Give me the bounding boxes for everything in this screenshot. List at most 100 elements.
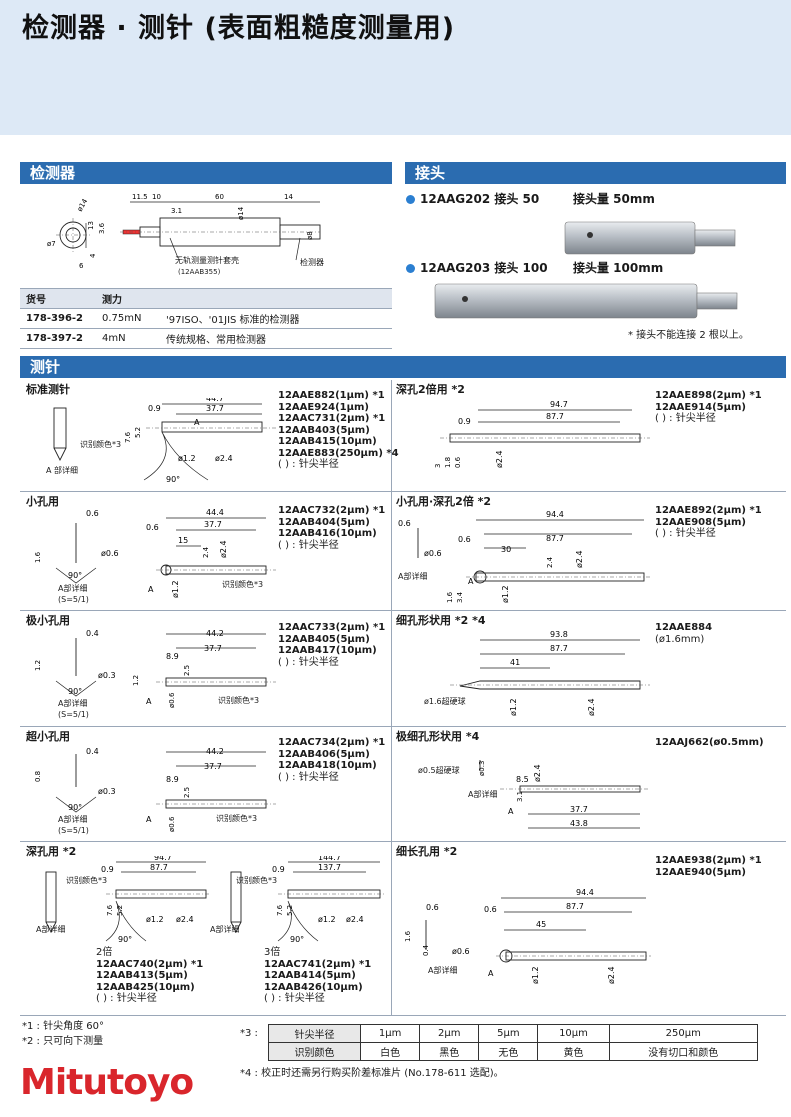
svg-text:ø2.4: ø2.4 xyxy=(176,915,194,924)
svg-text:A: A xyxy=(194,418,200,427)
stylus-label: (S=5/1) xyxy=(58,826,89,835)
section-bar-stylus: 测针 xyxy=(20,356,786,378)
connector-code-1: 12AAG202 接头 50 xyxy=(420,192,540,206)
svg-text:8.9: 8.9 xyxy=(166,775,179,784)
svg-text:ø1.2: ø1.2 xyxy=(509,698,518,716)
connector-length-1: 接头量 50mm xyxy=(573,192,655,206)
svg-text:0.6: 0.6 xyxy=(484,905,497,914)
svg-text:ø0.6: ø0.6 xyxy=(168,692,176,708)
mitutoyo-logo: Mitutoyo xyxy=(20,1062,194,1103)
svg-text:1.6: 1.6 xyxy=(34,551,42,563)
svg-text:90°: 90° xyxy=(68,571,82,580)
model-code: 12AAB418(10μm) xyxy=(278,760,377,771)
stylus-models: 12AAJ662(ø0.5mm) xyxy=(655,737,764,749)
svg-text:0.6: 0.6 xyxy=(146,523,159,532)
svg-text:14: 14 xyxy=(284,193,293,201)
svg-text:0.6: 0.6 xyxy=(398,519,411,528)
table-cell: 黄色 xyxy=(537,1042,610,1061)
stylus-drawing: 44.7 37.7 0.9 ø1.2 ø2.4 90° A 5.2 7.6 xyxy=(53,398,276,484)
svg-text:0.9: 0.9 xyxy=(148,404,161,413)
svg-text:144.7: 144.7 xyxy=(318,856,341,862)
stylus-label: (S=5/1) xyxy=(58,595,89,604)
detector-table-header-desc xyxy=(160,288,392,309)
svg-text:8.5: 8.5 xyxy=(516,775,529,784)
svg-text:ø14: ø14 xyxy=(76,197,90,213)
svg-text:2.4: 2.4 xyxy=(202,546,210,558)
grid-divider xyxy=(391,380,392,1015)
svg-text:94.4: 94.4 xyxy=(576,888,594,897)
connector-item-2: 12AAG203 接头 100 xyxy=(406,261,548,276)
svg-text:A: A xyxy=(148,585,154,594)
svg-text:30: 30 xyxy=(501,545,511,554)
svg-text:ø2.4: ø2.4 xyxy=(607,966,616,984)
detector-code: 178-397-2 xyxy=(20,328,96,349)
stylus-label: 识别颜色*3 xyxy=(216,814,258,823)
page-title: 检测器 · 测针 (表面粗糙度测量用) xyxy=(22,13,456,44)
svg-text:0.4: 0.4 xyxy=(86,629,99,638)
model-code: 12AAE883(250μm) *4 xyxy=(278,447,399,459)
svg-text:37.7: 37.7 xyxy=(204,520,222,529)
svg-text:1.6: 1.6 xyxy=(404,930,412,942)
stylus-label: A 部详细 xyxy=(46,466,79,475)
svg-text:A: A xyxy=(488,969,494,978)
stylus-title: 深孔2倍用 *2 xyxy=(396,383,465,396)
svg-text:2.4: 2.4 xyxy=(546,556,554,568)
model-code: 12AAE882(1μm) *1 xyxy=(278,390,385,401)
svg-text:0.9: 0.9 xyxy=(272,865,285,874)
svg-text:87.7: 87.7 xyxy=(550,644,568,653)
svg-text:7.6: 7.6 xyxy=(106,904,114,916)
model-code: 12AAE914(5μm) xyxy=(655,401,746,413)
model-note: ( ) : 针尖半径 xyxy=(278,771,339,783)
svg-text:44.2: 44.2 xyxy=(206,629,224,638)
model-note: ( ) : 针尖半径 xyxy=(655,413,716,424)
connector-code-2: 12AAG203 接头 100 xyxy=(420,261,548,275)
stylus-models: 12AAE884 (ø1.6mm) xyxy=(655,622,712,645)
stylus-label: 识别颜色*3 xyxy=(66,876,108,885)
model-code: 12AAE940(5μm) xyxy=(655,866,746,878)
connector-50-image xyxy=(564,221,736,255)
table-row: 178-397-2 4mN 传统规格、常用检测器 xyxy=(20,328,392,349)
stylus-drawing: 0.6 ø0.6 94.4 87.7 0.6 30 2.4 ø2.4 ø1.2 … xyxy=(398,510,651,603)
table-cell: 识别颜色 xyxy=(267,1042,362,1061)
stylus-label: A部详细 xyxy=(58,815,88,824)
stylus-models: 12AAE892(2μm) *1 12AAE908(5μm) ( ) : 针尖半… xyxy=(655,505,762,540)
table-cell: 250μm xyxy=(608,1024,759,1043)
svg-text:87.7: 87.7 xyxy=(150,863,168,872)
svg-text:94.4: 94.4 xyxy=(546,510,564,519)
svg-text:90°: 90° xyxy=(166,475,180,484)
svg-text:ø2.4: ø2.4 xyxy=(575,550,584,568)
svg-text:ø2.4: ø2.4 xyxy=(215,454,233,463)
svg-text:ø0.6: ø0.6 xyxy=(168,816,176,832)
model-code: 12AAB415(10μm) xyxy=(278,436,377,447)
stylus-title: 小孔用 xyxy=(26,495,59,508)
stylus-drawing: 0.6 1.6 0.4 ø0.6 94.4 87.7 0.6 45 ø1.2 ø… xyxy=(404,888,651,984)
stylus-models: 12AAC733(2μm) *1 12AAB405(5μm) 12AAB417(… xyxy=(278,622,385,668)
svg-text:15: 15 xyxy=(178,536,188,545)
svg-text:90°: 90° xyxy=(290,935,304,944)
svg-text:93.8: 93.8 xyxy=(550,630,568,639)
model-code: 12AAC733(2μm) *1 xyxy=(278,622,386,633)
model-code: 12AAE898(2μm) *1 xyxy=(655,390,762,401)
svg-text:60: 60 xyxy=(215,193,224,201)
grid-divider xyxy=(20,610,786,611)
stylus-models-2x: 2倍 12AAC740(2μm) *1 12AAB413(5μm) 12AAB4… xyxy=(96,947,203,1005)
svg-text:ø1.2: ø1.2 xyxy=(501,585,510,603)
grid-divider xyxy=(20,726,786,727)
svg-text:ø8: ø8 xyxy=(306,231,314,240)
svg-text:37.7: 37.7 xyxy=(206,404,224,413)
stylus-drawing: 93.8 87.7 41 ø1.2 ø2.4 xyxy=(450,630,650,716)
svg-text:3.6: 3.6 xyxy=(98,222,106,234)
model-code: 12AAE938(2μm) *1 xyxy=(655,855,762,866)
model-code: 12AAC732(2μm) *1 xyxy=(278,505,386,516)
svg-text:ø2.4: ø2.4 xyxy=(346,915,364,924)
model-code: 2倍 xyxy=(96,947,113,958)
model-note: ( ) : 针尖半径 xyxy=(96,993,157,1004)
table-cell: 1μm xyxy=(360,1024,421,1043)
table-cell: 黑色 xyxy=(419,1042,480,1061)
svg-text:87.7: 87.7 xyxy=(566,902,584,911)
svg-text:5.2: 5.2 xyxy=(286,905,294,916)
table-cell: 无色 xyxy=(478,1042,539,1061)
svg-text:37.7: 37.7 xyxy=(204,762,222,771)
connector-length-2: 接头量 100mm xyxy=(573,261,664,275)
stylus-label: A部详细 xyxy=(468,790,498,799)
